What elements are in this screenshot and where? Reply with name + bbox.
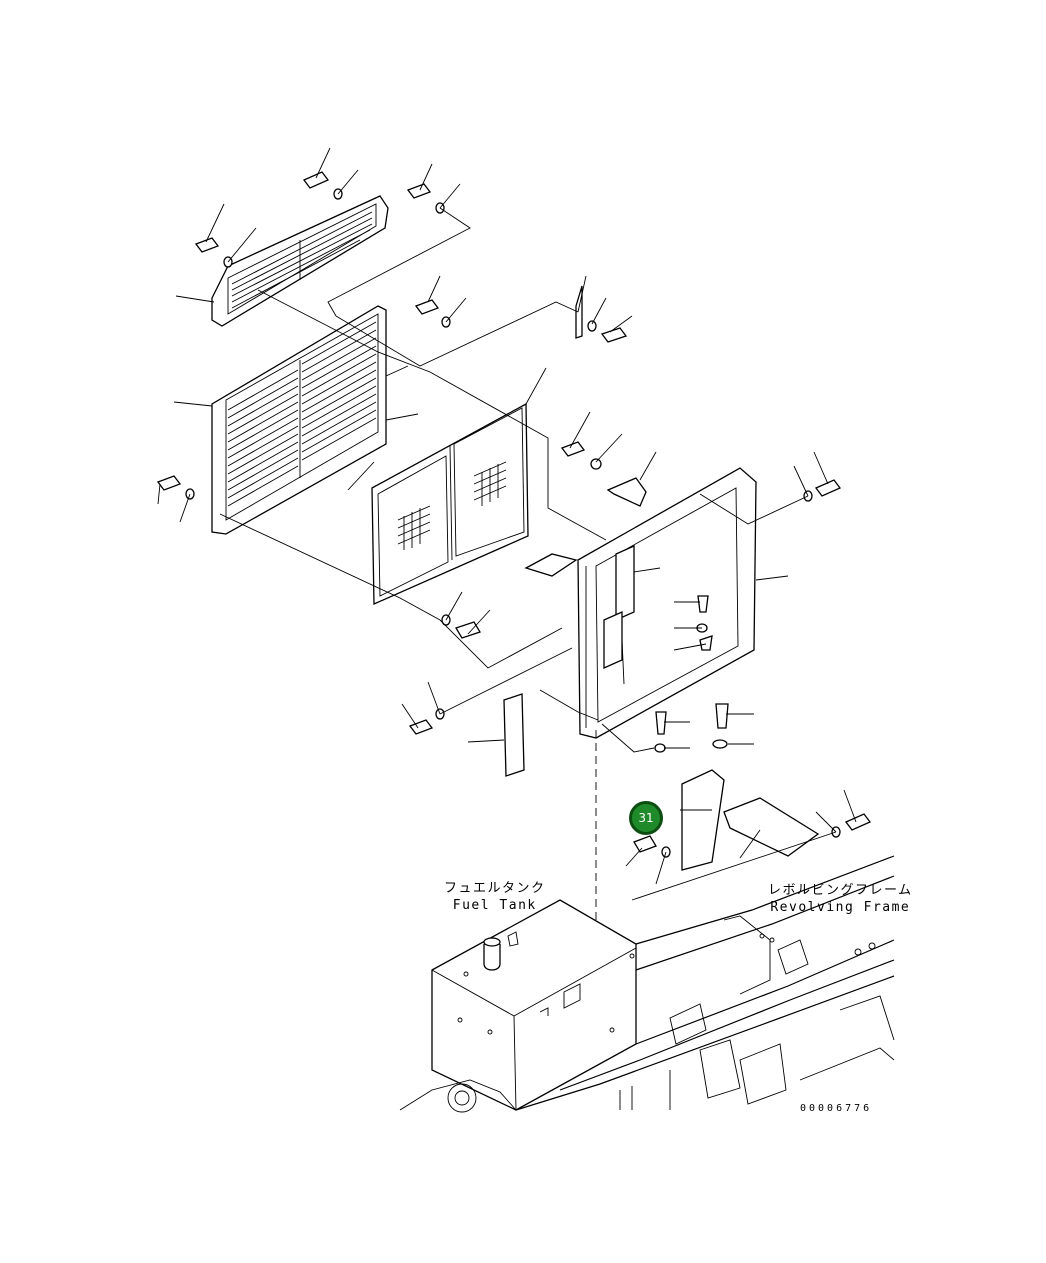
fuel-tank [431,899,637,1111]
fuel-tank-label-en: Fuel Tank [452,898,537,913]
revolving-frame-label-jp: レボルビングフレーム [768,883,913,898]
part-callout-31[interactable]: 31 [629,801,663,835]
mesh-screen [371,402,529,605]
alignment-lines [219,207,837,1030]
fuel-tank-label-jp: フュエルタンク [444,881,546,896]
top-grille-cover [211,195,389,327]
fuel-tank-label: フュエルタンク Fuel Tank [444,880,546,914]
revolving-frame-label-en: Revolving Frame [770,900,911,915]
main-radiator-grille [211,305,387,535]
drawing-number: 00006776 [800,1103,873,1114]
hardware [156,171,872,871]
leader-lines [157,147,857,885]
radiator-frame [577,467,757,739]
revolving-frame [399,855,895,1113]
revolving-frame-label: レボルビングフレーム Revolving Frame [768,882,913,916]
